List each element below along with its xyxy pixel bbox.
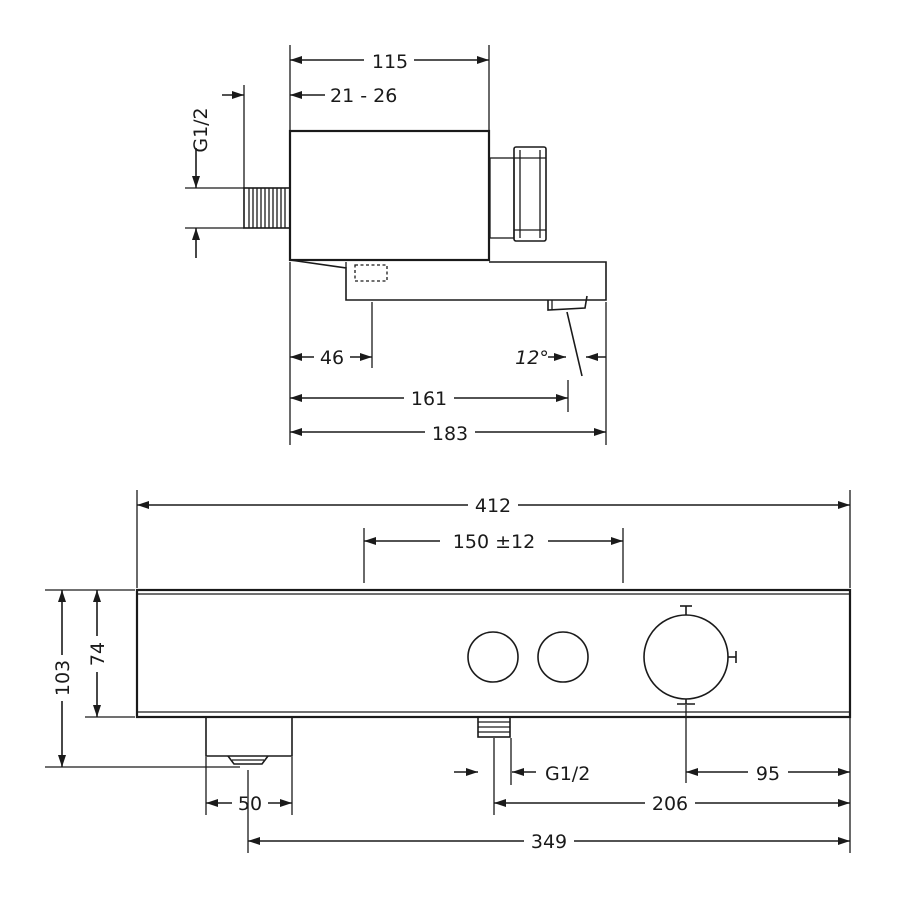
side-dim-angle-label: 12° (515, 347, 549, 369)
front-dim-206-label: 206 (652, 793, 688, 815)
front-dim-349-label: 349 (531, 831, 567, 853)
front-view-connector (477, 716, 511, 738)
side-view-body (288, 129, 491, 262)
front-view-body (135, 588, 852, 719)
front-view-thermostat-knob (643, 605, 737, 705)
side-dim-183-label: 183 (432, 423, 468, 445)
front-dim-412-label: 412 (475, 495, 511, 517)
side-dim-offset-label: 21 - 26 (330, 85, 397, 107)
front-view-spout (205, 717, 293, 765)
front-view-button-right (537, 631, 589, 683)
side-view-threaded-connector (243, 187, 291, 229)
front-view: 412 150 ±12 103 74 G1/2 95 (45, 490, 852, 853)
side-view: 115 21 - 26 G1/2 46 12° 161 183 (185, 45, 607, 445)
front-dim-103-label: 103 (52, 660, 74, 696)
side-dim-46-label: 46 (320, 347, 344, 369)
front-dim-150-label: 150 ±12 (453, 531, 535, 553)
side-dim-161-label: 161 (411, 388, 447, 410)
side-view-handle (489, 146, 547, 242)
front-view-button-left (467, 631, 519, 683)
front-dim-74-label: 74 (87, 642, 109, 666)
side-dim-115-label: 115 (372, 51, 408, 73)
front-dim-thread-label: G1/2 (545, 763, 590, 785)
front-dim-50-label: 50 (238, 793, 262, 815)
side-dim-thread-label: G1/2 (190, 107, 212, 152)
side-view-shelf-spout (289, 259, 607, 311)
front-dim-95-label: 95 (756, 763, 780, 785)
